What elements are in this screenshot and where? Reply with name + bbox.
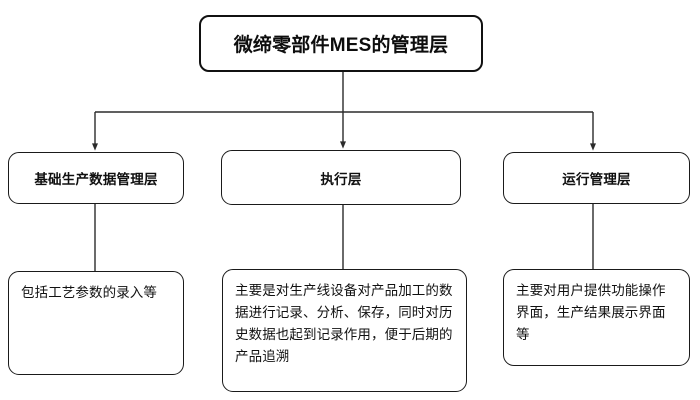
node-layer-operation-label: 运行管理层 [562, 172, 631, 187]
node-desc-operation-text: 主要对用户提供功能操作界面，生产结果展示界面等 [516, 283, 666, 342]
node-layer-basic-data-label: 基础生产数据管理层 [34, 172, 158, 187]
node-layer-execution-label: 执行层 [320, 171, 362, 187]
node-desc-basic-data[interactable]: 包括工艺参数的录入等 [8, 271, 184, 375]
node-layer-execution[interactable]: 执行层 [221, 150, 461, 205]
node-desc-execution-text: 主要是对生产线设备对产品加工的数据进行记录、分析、保存，同时对历史数据也起到记录… [235, 283, 453, 364]
node-root-management-layer[interactable]: 微缔零部件MES的管理层 [199, 15, 483, 72]
node-root-label: 微缔零部件MES的管理层 [233, 35, 449, 56]
node-layer-basic-data[interactable]: 基础生产数据管理层 [8, 152, 184, 204]
node-desc-basic-data-text: 包括工艺参数的录入等 [21, 285, 157, 300]
node-layer-operation[interactable]: 运行管理层 [503, 152, 690, 204]
node-desc-execution[interactable]: 主要是对生产线设备对产品加工的数据进行记录、分析、保存，同时对历史数据也起到记录… [222, 269, 467, 392]
node-desc-operation[interactable]: 主要对用户提供功能操作界面，生产结果展示界面等 [503, 269, 690, 366]
